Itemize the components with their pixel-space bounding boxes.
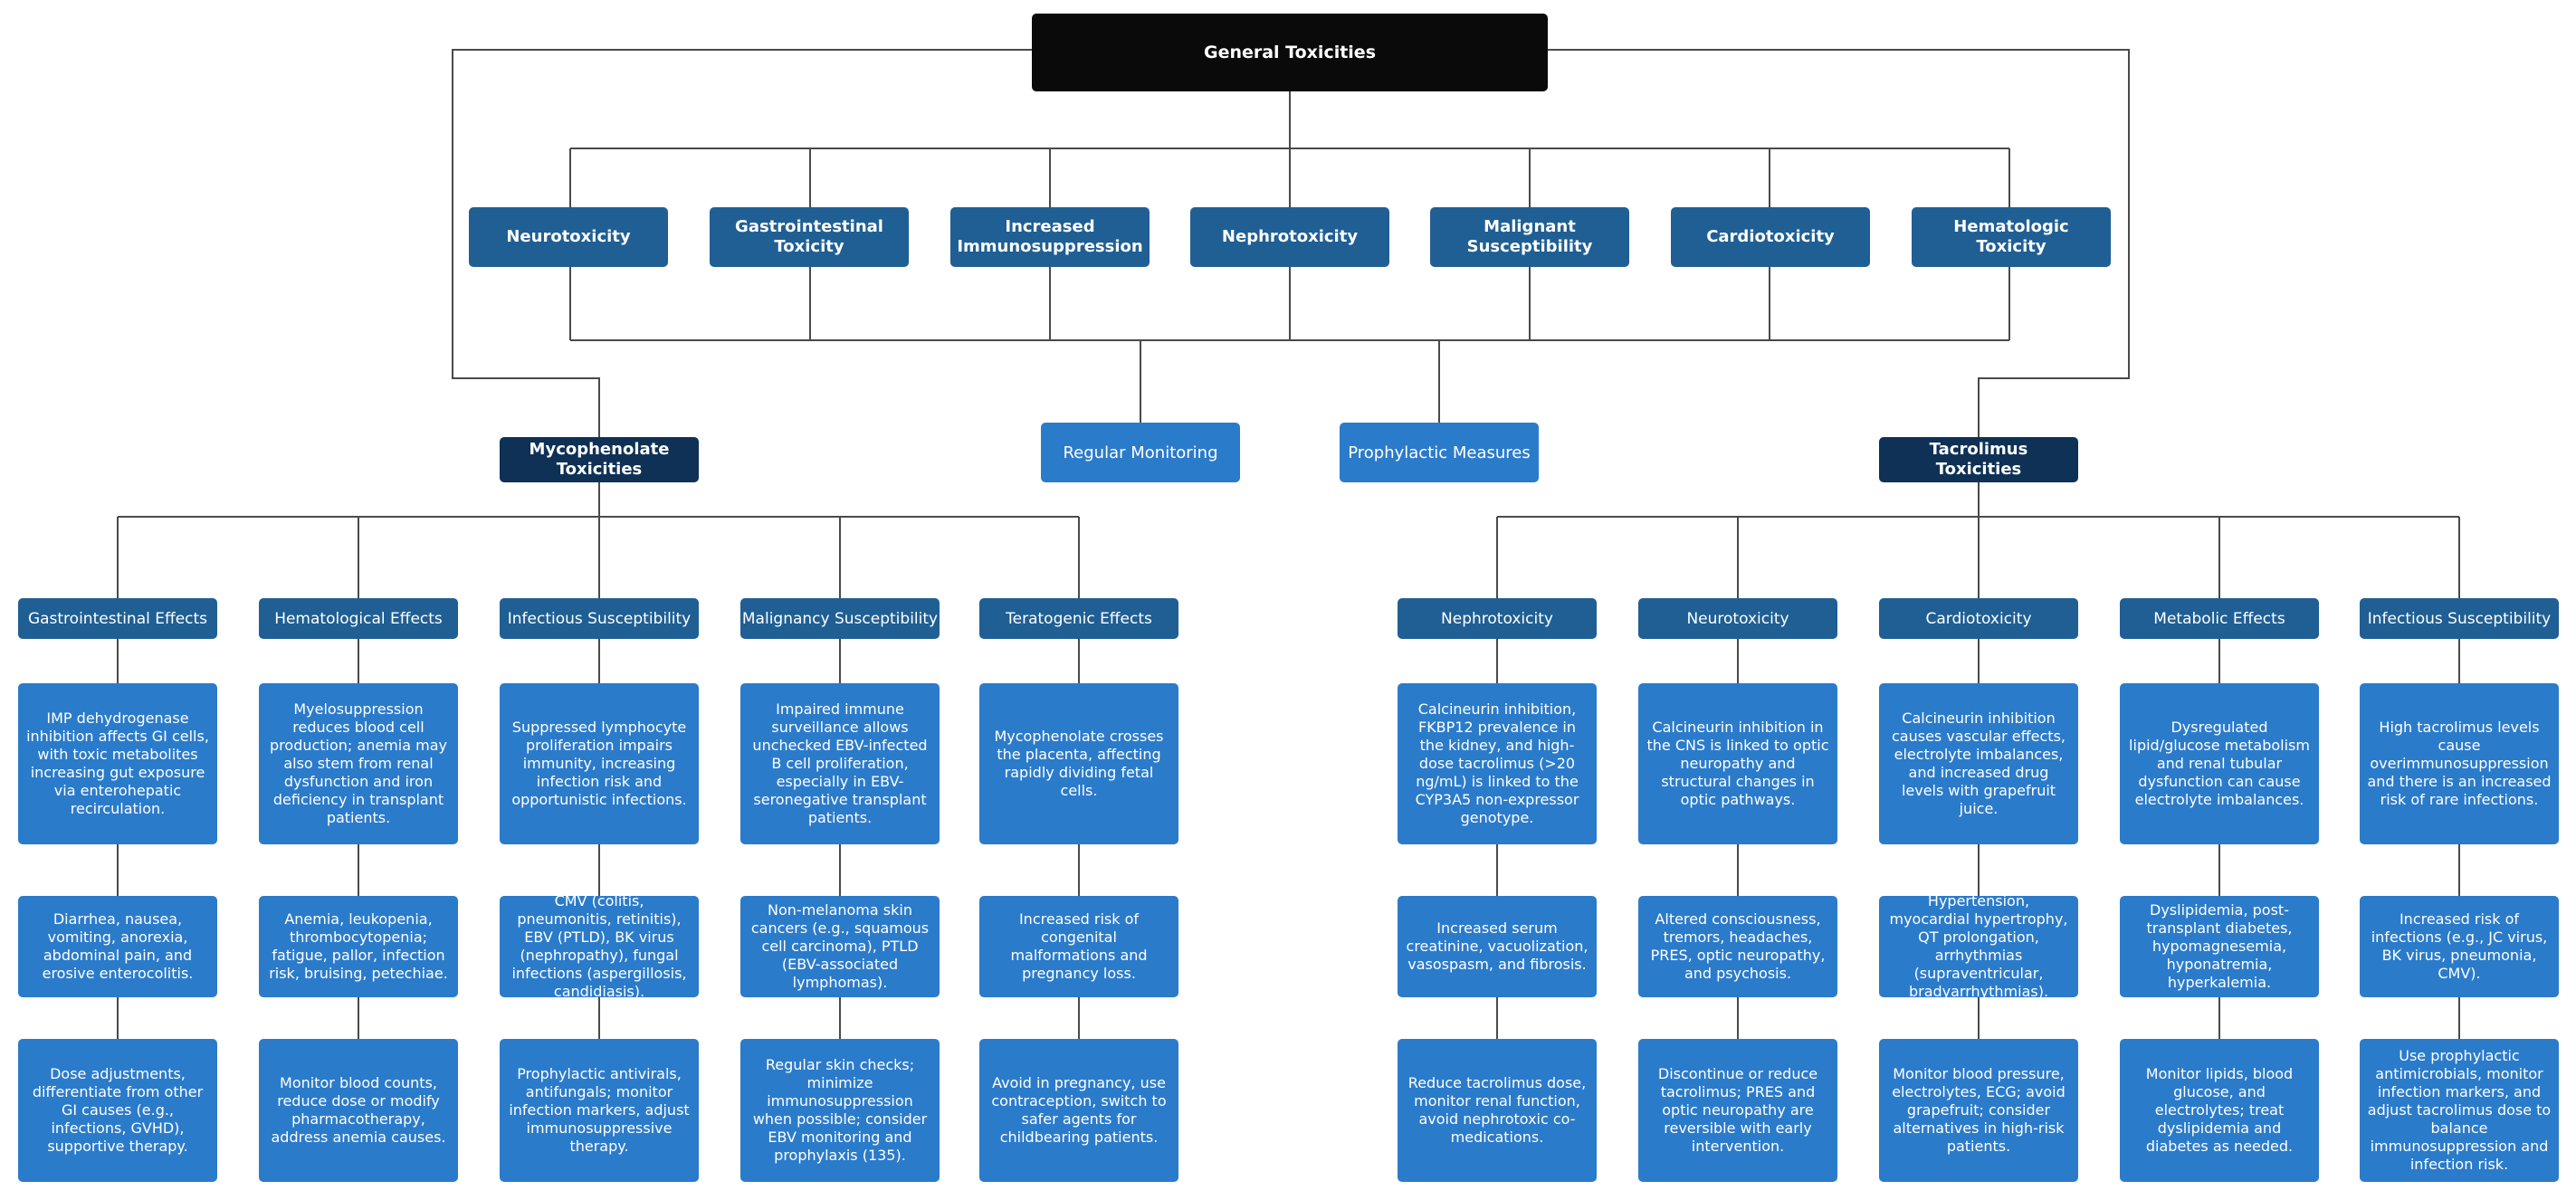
mycophenolate-node: Mycophenolate Toxicities — [500, 437, 699, 482]
myco-effects-2: CMV (colitis, pneumonitis, retinitis), E… — [500, 892, 699, 1000]
category-gastrointestinal: Gastrointestinal Toxicity — [710, 207, 909, 267]
category-nephrotoxicity: Nephrotoxicity — [1190, 207, 1389, 267]
myco-management-4: Avoid in pregnancy, use contraception, s… — [979, 1039, 1178, 1182]
tac-management-1: Discontinue or reduce tacrolimus; PRES a… — [1638, 1039, 1837, 1182]
myco-mechanism-0: IMP dehydrogenase inhibition affects GI … — [18, 683, 217, 844]
tac-title-1: Neurotoxicity — [1638, 598, 1837, 639]
myco-title-2: Infectious Susceptibility — [500, 598, 699, 639]
tac-effects-1: Altered consciousness, tremors, headache… — [1638, 896, 1837, 997]
myco-effects-4: Increased risk of congenital malformatio… — [979, 896, 1178, 997]
myco-title-1: Hematological Effects — [259, 598, 458, 639]
regular-monitoring-node: Regular Monitoring — [1041, 423, 1240, 482]
tac-mechanism-1: Calcineurin inhibition in the CNS is lin… — [1638, 683, 1837, 844]
myco-mechanism-4: Mycophenolate crosses the placenta, affe… — [979, 683, 1178, 844]
tac-effects-4: Increased risk of infections (e.g., JC v… — [2360, 896, 2559, 997]
tacrolimus-node: Tacrolimus Toxicities — [1879, 437, 2078, 482]
myco-effects-0: Diarrhea, nausea, vomiting, anorexia, ab… — [18, 896, 217, 997]
tac-effects-2: Hypertension, myocardial hypertrophy, QT… — [1879, 892, 2078, 1000]
myco-mechanism-1: Myelosuppression reduces blood cell prod… — [259, 683, 458, 844]
tac-management-2: Monitor blood pressure, electrolytes, EC… — [1879, 1039, 2078, 1182]
myco-effects-3: Non-melanoma skin cancers (e.g., squamou… — [740, 896, 940, 997]
category-cardiotoxicity: Cardiotoxicity — [1671, 207, 1870, 267]
myco-effects-1: Anemia, leukopenia, thrombocytopenia; fa… — [259, 896, 458, 997]
tac-management-3: Monitor lipids, blood glucose, and elect… — [2120, 1039, 2319, 1182]
myco-management-3: Regular skin checks; minimize immunosupp… — [740, 1039, 940, 1182]
tac-management-0: Reduce tacrolimus dose, monitor renal fu… — [1398, 1039, 1597, 1182]
tac-mechanism-3: Dysregulated lipid/glucose metabolism an… — [2120, 683, 2319, 844]
tac-effects-0: Increased serum creatinine, vacuolizatio… — [1398, 896, 1597, 997]
category-malignant: Malignant Susceptibility — [1430, 207, 1629, 267]
tac-mechanism-4: High tacrolimus levels cause overimmunos… — [2360, 683, 2559, 844]
myco-management-1: Monitor blood counts, reduce dose or mod… — [259, 1039, 458, 1182]
tac-title-4: Infectious Susceptibility — [2360, 598, 2559, 639]
tac-mechanism-0: Calcineurin inhibition, FKBP12 prevalenc… — [1398, 683, 1597, 844]
myco-management-0: Dose adjustments, differentiate from oth… — [18, 1039, 217, 1182]
myco-title-4: Teratogenic Effects — [979, 598, 1178, 639]
category-hematologic: Hematologic Toxicity — [1912, 207, 2111, 267]
tac-mechanism-2: Calcineurin inhibition causes vascular e… — [1879, 683, 2078, 844]
tac-title-3: Metabolic Effects — [2120, 598, 2319, 639]
category-neurotoxicity: Neurotoxicity — [469, 207, 668, 267]
root-label: General Toxicities — [1203, 43, 1377, 62]
prophylactic-measures-node: Prophylactic Measures — [1340, 423, 1539, 482]
category-immunosuppression: Increased Immunosuppression — [950, 207, 1150, 267]
myco-title-0: Gastrointestinal Effects — [18, 598, 217, 639]
tac-management-4: Use prophylactic antimicrobials, monitor… — [2360, 1039, 2559, 1182]
myco-title-3: Malignancy Susceptibility — [740, 598, 940, 639]
tac-title-0: Nephrotoxicity — [1398, 598, 1597, 639]
tac-effects-3: Dyslipidemia, post-transplant diabetes, … — [2120, 896, 2319, 997]
root-node: General Toxicities — [1032, 14, 1548, 91]
myco-management-2: Prophylactic antivirals, antifungals; mo… — [500, 1039, 699, 1182]
myco-mechanism-3: Impaired immune surveillance allows unch… — [740, 683, 940, 844]
myco-mechanism-2: Suppressed lymphocyte proliferation impa… — [500, 683, 699, 844]
tac-title-2: Cardiotoxicity — [1879, 598, 2078, 639]
